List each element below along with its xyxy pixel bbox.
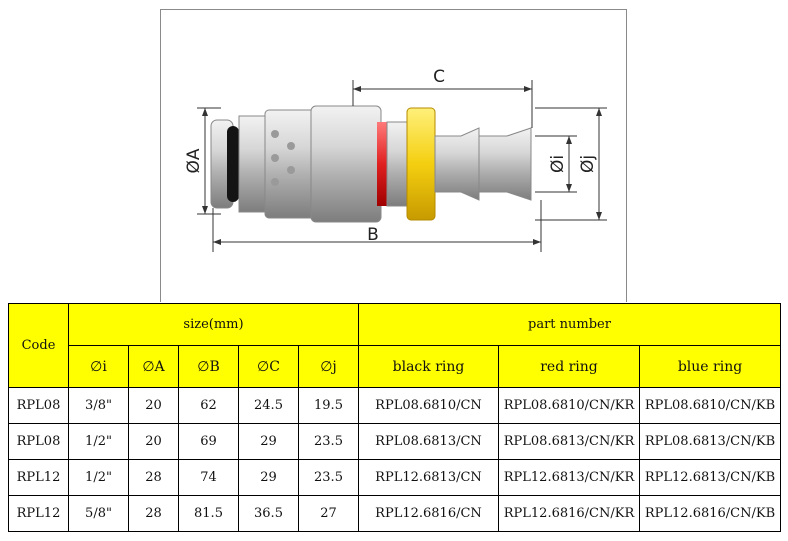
cell-red-ring: RPL12.6816/CN/KR — [498, 495, 640, 532]
connector-drawing: C B ØA Øi Øj — [184, 67, 607, 252]
hose-barb-tip — [478, 127, 532, 201]
col-header-c: ∅C — [238, 345, 299, 388]
connector-body — [310, 105, 382, 223]
locking-ball — [271, 154, 279, 162]
cell-j: 23.5 — [298, 459, 359, 496]
dim-label-i: Øi — [548, 155, 568, 173]
locking-ball — [271, 178, 279, 186]
cell-j: 23.5 — [298, 423, 359, 460]
table-row: RPL08 1/2" 20 69 29 23.5 RPL08.6813/CN R… — [8, 423, 781, 460]
cell-code: RPL12 — [8, 495, 69, 532]
connector-collar — [238, 115, 270, 213]
cell-j: 19.5 — [298, 387, 359, 424]
cell-red-ring: RPL12.6813/CN/KR — [498, 459, 640, 496]
cell-b: 62 — [178, 387, 239, 424]
locking-ball — [287, 142, 295, 150]
cell-a: 28 — [128, 459, 179, 496]
cell-black-ring: RPL12.6813/CN — [358, 459, 499, 496]
cell-c: 36.5 — [238, 495, 299, 532]
col-header-black-ring: black ring — [358, 345, 499, 388]
col-header-red-ring: red ring — [498, 345, 640, 388]
yellow-ring — [406, 107, 436, 221]
connector-sleeve — [264, 109, 316, 219]
black-o-ring — [227, 126, 239, 202]
cell-i: 5/8" — [68, 495, 129, 532]
cell-red-ring: RPL08.6813/CN/KR — [498, 423, 640, 460]
dim-label-j: Øj — [578, 155, 598, 173]
cell-code: RPL12 — [8, 459, 69, 496]
red-ring — [377, 122, 387, 206]
cell-b: 81.5 — [178, 495, 239, 532]
cell-i: 1/2" — [68, 459, 129, 496]
table-row: RPL12 1/2" 28 74 29 23.5 RPL12.6813/CN R… — [8, 459, 781, 496]
col-header-a: ∅A — [128, 345, 179, 388]
part-number-header: part number — [358, 303, 781, 346]
col-header-j: ∅j — [298, 345, 359, 388]
cell-blue-ring: RPL12.6813/CN/KB — [639, 459, 781, 496]
cell-black-ring: RPL12.6816/CN — [358, 495, 499, 532]
connector-neck — [386, 121, 410, 207]
hose-barb — [434, 127, 480, 201]
col-header-i: ∅i — [68, 345, 129, 388]
cell-j: 27 — [298, 495, 359, 532]
cell-red-ring: RPL08.6810/CN/KR — [498, 387, 640, 424]
locking-ball — [271, 130, 279, 138]
locking-ball — [287, 166, 295, 174]
spec-table: Code size(mm) part number ∅i ∅A ∅B ∅C ∅j… — [8, 303, 781, 532]
col-header-b: ∅B — [178, 345, 239, 388]
table-row: RPL08 3/8" 20 62 24.5 19.5 RPL08.6810/CN… — [8, 387, 781, 424]
dim-label-a: ØA — [184, 148, 204, 173]
dim-label-b: B — [367, 225, 379, 245]
product-figure: C B ØA Øi Øj — [160, 9, 627, 302]
cell-black-ring: RPL08.6810/CN — [358, 387, 499, 424]
cell-blue-ring: RPL08.6813/CN/KB — [639, 423, 781, 460]
code-header: Code — [8, 303, 69, 388]
cell-a: 20 — [128, 387, 179, 424]
dim-label-c: C — [433, 67, 445, 87]
cell-a: 28 — [128, 495, 179, 532]
cell-blue-ring: RPL08.6810/CN/KB — [639, 387, 781, 424]
cell-c: 29 — [238, 423, 299, 460]
cell-c: 24.5 — [238, 387, 299, 424]
cell-blue-ring: RPL12.6816/CN/KB — [639, 495, 781, 532]
cell-c: 29 — [238, 459, 299, 496]
cell-i: 1/2" — [68, 423, 129, 460]
table-row: RPL12 5/8" 28 81.5 36.5 27 RPL12.6816/CN… — [8, 495, 781, 532]
cell-code: RPL08 — [8, 387, 69, 424]
cell-b: 74 — [178, 459, 239, 496]
cell-a: 20 — [128, 423, 179, 460]
col-header-blue-ring: blue ring — [639, 345, 781, 388]
cell-i: 3/8" — [68, 387, 129, 424]
size-header: size(mm) — [68, 303, 359, 346]
cell-code: RPL08 — [8, 423, 69, 460]
cell-b: 69 — [178, 423, 239, 460]
cell-black-ring: RPL08.6813/CN — [358, 423, 499, 460]
